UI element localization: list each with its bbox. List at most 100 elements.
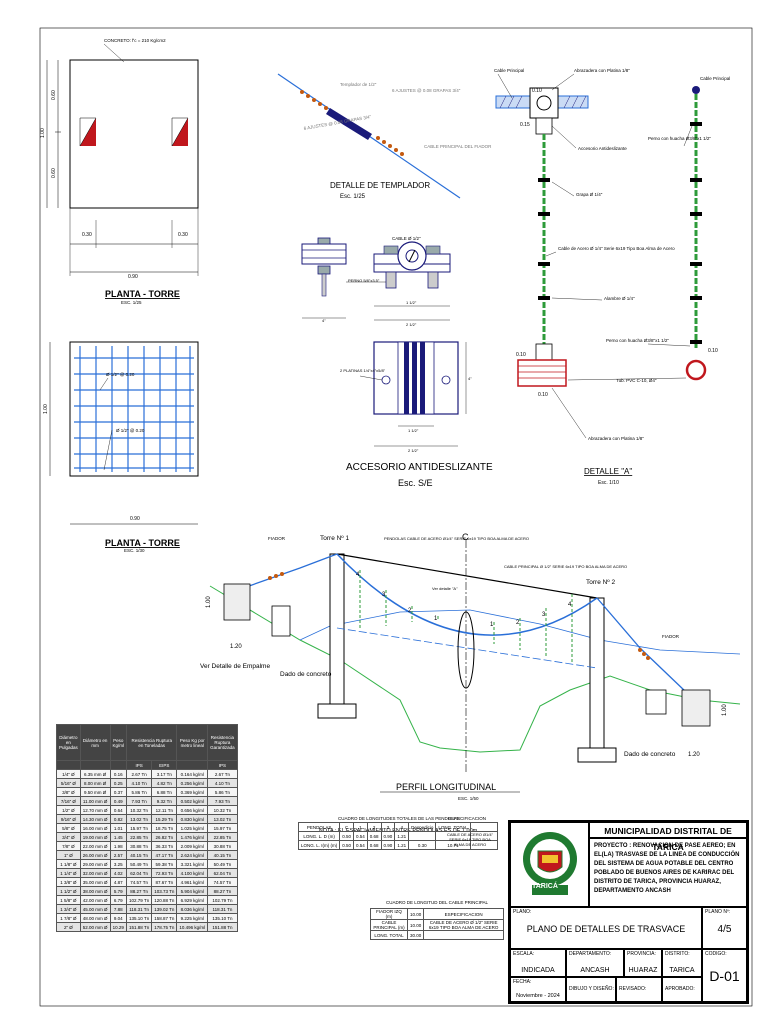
table-cell: 0.90 xyxy=(380,840,396,850)
table-cell: 7/16" Ø xyxy=(56,796,81,806)
table-cell: 3.17 Tn xyxy=(151,769,178,779)
platinas-label: 2 PLATINAS 1/4"x4"x5/8" xyxy=(340,368,386,373)
table-cell: 5/8" Ø xyxy=(56,823,81,833)
table-cell: 0.82 xyxy=(109,814,128,824)
table-cell: LONG. L. I(m) (m) xyxy=(297,840,341,850)
table-cell: 8.00 mm Ø xyxy=(79,778,111,788)
rebar-dim-width: 0.90 xyxy=(130,516,140,522)
table-cell xyxy=(423,930,504,940)
table-cell: 32.00 mm Ø xyxy=(79,868,111,878)
codigo-value: D-01 xyxy=(709,968,740,984)
svg-text:2: 2 xyxy=(408,608,412,614)
table-cell: 135.10 Tn xyxy=(207,913,238,923)
table-cell: 2.67 Tn xyxy=(207,769,238,779)
table-cell: 1.01 xyxy=(109,823,128,833)
dim-right-w: 1.20 xyxy=(688,752,700,758)
title-block: TARICÁ MUNICIPALIDAD DISTRITAL DE TARICA… xyxy=(508,820,749,1004)
table-cell: 0.50 xyxy=(339,831,355,841)
table-cell: 26.00 mm Ø xyxy=(79,850,111,860)
table-cell: 0.25 xyxy=(109,778,128,788)
table-cell: 9.50 mm Ø xyxy=(79,787,111,797)
cable-table-header: Peso Kg por metro lineal xyxy=(176,724,209,761)
table-cell: 1.98 xyxy=(109,841,128,851)
table-cell: 13.02 Tn xyxy=(207,814,238,824)
cable-table-subheader xyxy=(56,760,81,770)
table-cell: 10.496 kg/ml xyxy=(176,922,209,932)
pendola-table-title: CUADRO DE LONGITUDES TOTALES DE LAS PEND… xyxy=(338,816,460,821)
pendola-spec-title: ESPECIFICACION xyxy=(448,816,487,821)
svg-text:3: 3 xyxy=(542,612,546,618)
alambre-label: Alambre Ø 1/4" xyxy=(604,296,635,301)
plano-no-value: 4/5 xyxy=(717,924,732,935)
table-cell: PENDOLAS xyxy=(297,822,341,832)
table-cell: 22.85 Tn xyxy=(207,832,238,842)
table-cell: 9.32 Tn xyxy=(151,796,178,806)
table-cell xyxy=(469,822,499,832)
dim-a: 1 1/2" xyxy=(406,300,417,305)
table-cell: 45.00 mm Ø xyxy=(79,904,111,914)
table-cell: 19.00 mm Ø xyxy=(79,832,111,842)
cable-table-header: Resistencia Ruptura en Toneladas xyxy=(126,724,178,761)
table-cell: 2.624 kg/ml xyxy=(176,850,209,860)
table-cell: 15.97 Tn xyxy=(207,823,238,833)
table-cell: 0.656 kg/ml xyxy=(176,805,209,815)
aprobado-cell: APROBADO: xyxy=(662,977,702,1002)
dibujo-cell: DIBUJO Y DISEÑO: xyxy=(566,977,616,1002)
table-cell: 118.31 Tn xyxy=(126,904,153,914)
table-cell: 42.00 mm Ø xyxy=(79,895,111,905)
grapa-label: Grapa Ø 1/4" xyxy=(576,192,603,197)
table-cell: 1" Ø xyxy=(56,850,81,860)
cable-length-title: CUADRO DE LONGITUD DEL CABLE PRINCIPAL xyxy=(385,900,489,905)
provincia-label: PROVINCIA: xyxy=(627,951,656,957)
table-cell: 8.036 kg/ml xyxy=(176,904,209,914)
table-cell: 1.21 xyxy=(394,831,410,841)
departamento-value: ANCASH xyxy=(580,967,610,974)
table-cell: 87.67 Tn xyxy=(151,877,178,887)
cable-table-header: Diámetro en mm xyxy=(79,724,111,761)
table-cell: 30.88 Tn xyxy=(126,841,153,851)
logo-cell: TARICÁ xyxy=(510,822,589,907)
table-cell: 158.87 Tn xyxy=(151,913,178,923)
table-cell: 0.164 kg/ml xyxy=(176,769,209,779)
distrito-value: TARICA xyxy=(669,967,695,974)
table-cell: 0.49 xyxy=(109,796,128,806)
rebar-scale: ESC. 1/30 xyxy=(124,548,145,553)
table-cell: 1 1/4" Ø xyxy=(56,868,81,878)
cable-table-header: Peso Kg/ml xyxy=(109,724,128,761)
dim-sub-left: 0.30 xyxy=(82,232,92,238)
table-cell: 48.00 mm Ø xyxy=(79,913,111,923)
table-cell: 103.73 Tn xyxy=(151,886,178,896)
detail-a-scale: Esc. 1/10 xyxy=(598,480,619,486)
rebar-label-2: Ø 1/2" @ 0.20 xyxy=(116,428,145,433)
table-cell: 29.00 mm Ø xyxy=(79,859,111,869)
table-cell: CABLE PRINCIPAL (m) xyxy=(370,919,408,931)
table-cell: 0.37 xyxy=(109,787,128,797)
table-cell: 4.87 xyxy=(109,877,128,887)
cable-table-subheader: EIPS xyxy=(151,760,178,770)
table-cell: 0.68 xyxy=(366,840,382,850)
table-cell: 6.929 kg/ml xyxy=(176,895,209,905)
dibujo-label: DIBUJO Y DISEÑO: xyxy=(569,986,614,992)
plan-title: PLANTA - TORRE xyxy=(105,289,180,299)
rebar-dim-height: 1.00 xyxy=(43,404,49,414)
fiador-left: FIADOR xyxy=(268,536,286,541)
tubo-label: Tub. PVC C-10, Ø4" xyxy=(616,378,657,383)
table-cell: 0.54 xyxy=(353,840,368,850)
dim-left-w: 1.20 xyxy=(230,644,242,650)
table-cell: LONG. L. D (m) xyxy=(297,831,341,841)
accessory-scale: Esc. S/E xyxy=(398,478,433,488)
table-cell: 0.64 xyxy=(109,805,128,815)
table-cell: 1 1/2" Ø xyxy=(56,886,81,896)
table-cell: C xyxy=(339,822,355,832)
cable-length-table: CUADRO DE LONGITUD DEL CABLE PRINCIPAL F… xyxy=(370,900,504,940)
table-cell: 4.82 Tn xyxy=(151,778,178,788)
table-cell: 102.79 Tn xyxy=(126,895,153,905)
table-cell: 10.00 xyxy=(406,919,425,931)
